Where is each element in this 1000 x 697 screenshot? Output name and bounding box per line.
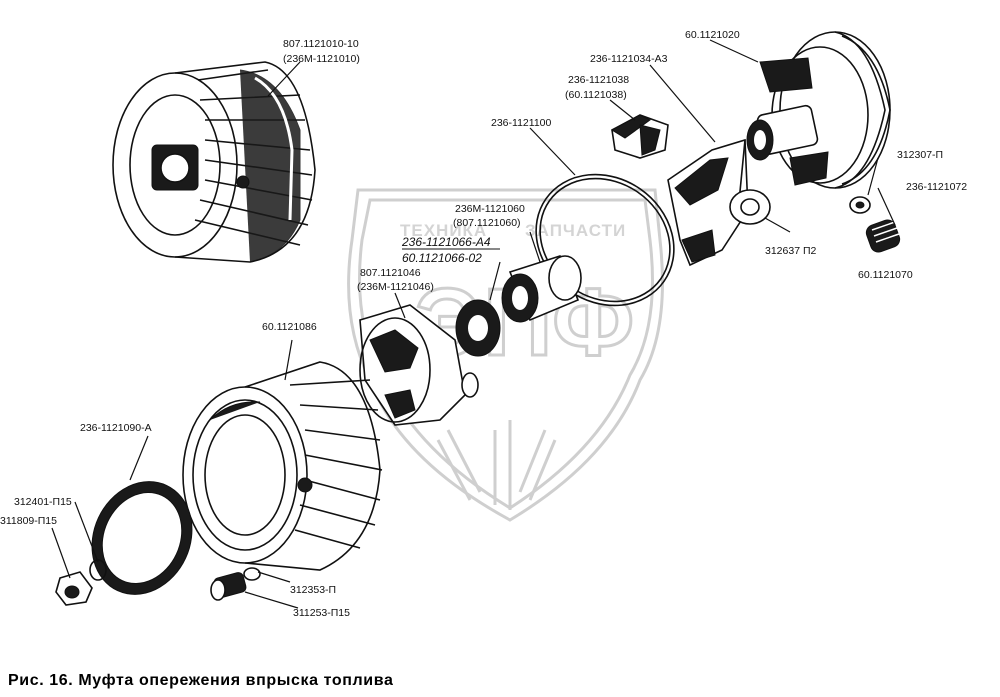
- seal-ring-236-1121090: [91, 481, 193, 595]
- sleeve-236m-1121060: [501, 255, 582, 323]
- label-236m-1121060: 236М-1121060: [455, 203, 525, 215]
- watermark-text-2: ЗАПЧАСТИ: [525, 221, 626, 240]
- label-60-1121070: 60.1121070: [858, 269, 913, 281]
- label-311809: 311809-П15: [0, 515, 57, 527]
- label-236-1121034: 236-1121034-А3: [590, 53, 668, 65]
- lock-washer-312401: [89, 559, 107, 581]
- washer-312353: [243, 567, 261, 581]
- label-311253: 311253-П15: [293, 607, 350, 619]
- leader-lines: [51, 39, 896, 609]
- label-807-1121010: 807.1121010-10: [283, 38, 359, 50]
- nut-311809: [55, 571, 93, 606]
- spring-60-1121070: [865, 219, 901, 253]
- label-60-1121020: 60.1121020: [685, 29, 740, 41]
- label-807-1121060: (807.1121060): [453, 217, 521, 229]
- label-312353: 312353-П: [290, 584, 336, 596]
- label-312307: 312307-П: [897, 149, 943, 161]
- weight-236-1121034: [667, 138, 749, 267]
- figure-caption: Рис. 16. Муфта опережения впрыска топлив…: [8, 672, 394, 689]
- label-60-1121066: 60.1121066-02: [402, 251, 482, 265]
- label-236-1121090: 236-1121090-А: [80, 422, 152, 434]
- seal-236-1121066: [455, 299, 501, 357]
- part-labels: 807.1121010-10 (236М-1121010) 60.1121020…: [0, 29, 967, 619]
- label-236-1121066: 236-1121066-А4: [401, 235, 491, 249]
- watermark-text-1: ТЕХНИКА: [400, 221, 487, 240]
- label-236-1121100: 236-1121100: [491, 117, 551, 129]
- label-236-1121072: 236-1121072: [906, 181, 967, 193]
- bolt-311253: [210, 572, 247, 601]
- label-236-1121038: 236-1121038: [568, 74, 629, 86]
- hub-housing-807-1121010: [112, 61, 316, 263]
- label-807-1121046: 807.1121046: [360, 267, 421, 279]
- label-312637: 312637 П2: [765, 245, 817, 257]
- housing-60-1121086: [182, 361, 383, 571]
- nut-312307: [849, 196, 871, 214]
- bushing-236-1121038: [610, 114, 669, 159]
- label-312401: 312401-П15: [14, 496, 72, 508]
- hub-807-1121046: [359, 304, 479, 426]
- label-60-1121038: (60.1121038): [565, 89, 627, 101]
- drive-flange-60-1121020: [746, 31, 891, 189]
- label-60-1121086: 60.1121086: [262, 321, 317, 333]
- washer-312637: [729, 189, 771, 225]
- label-236m-1121010: (236М-1121010): [283, 53, 360, 65]
- label-236m-1121046: (236М-1121046): [357, 281, 434, 293]
